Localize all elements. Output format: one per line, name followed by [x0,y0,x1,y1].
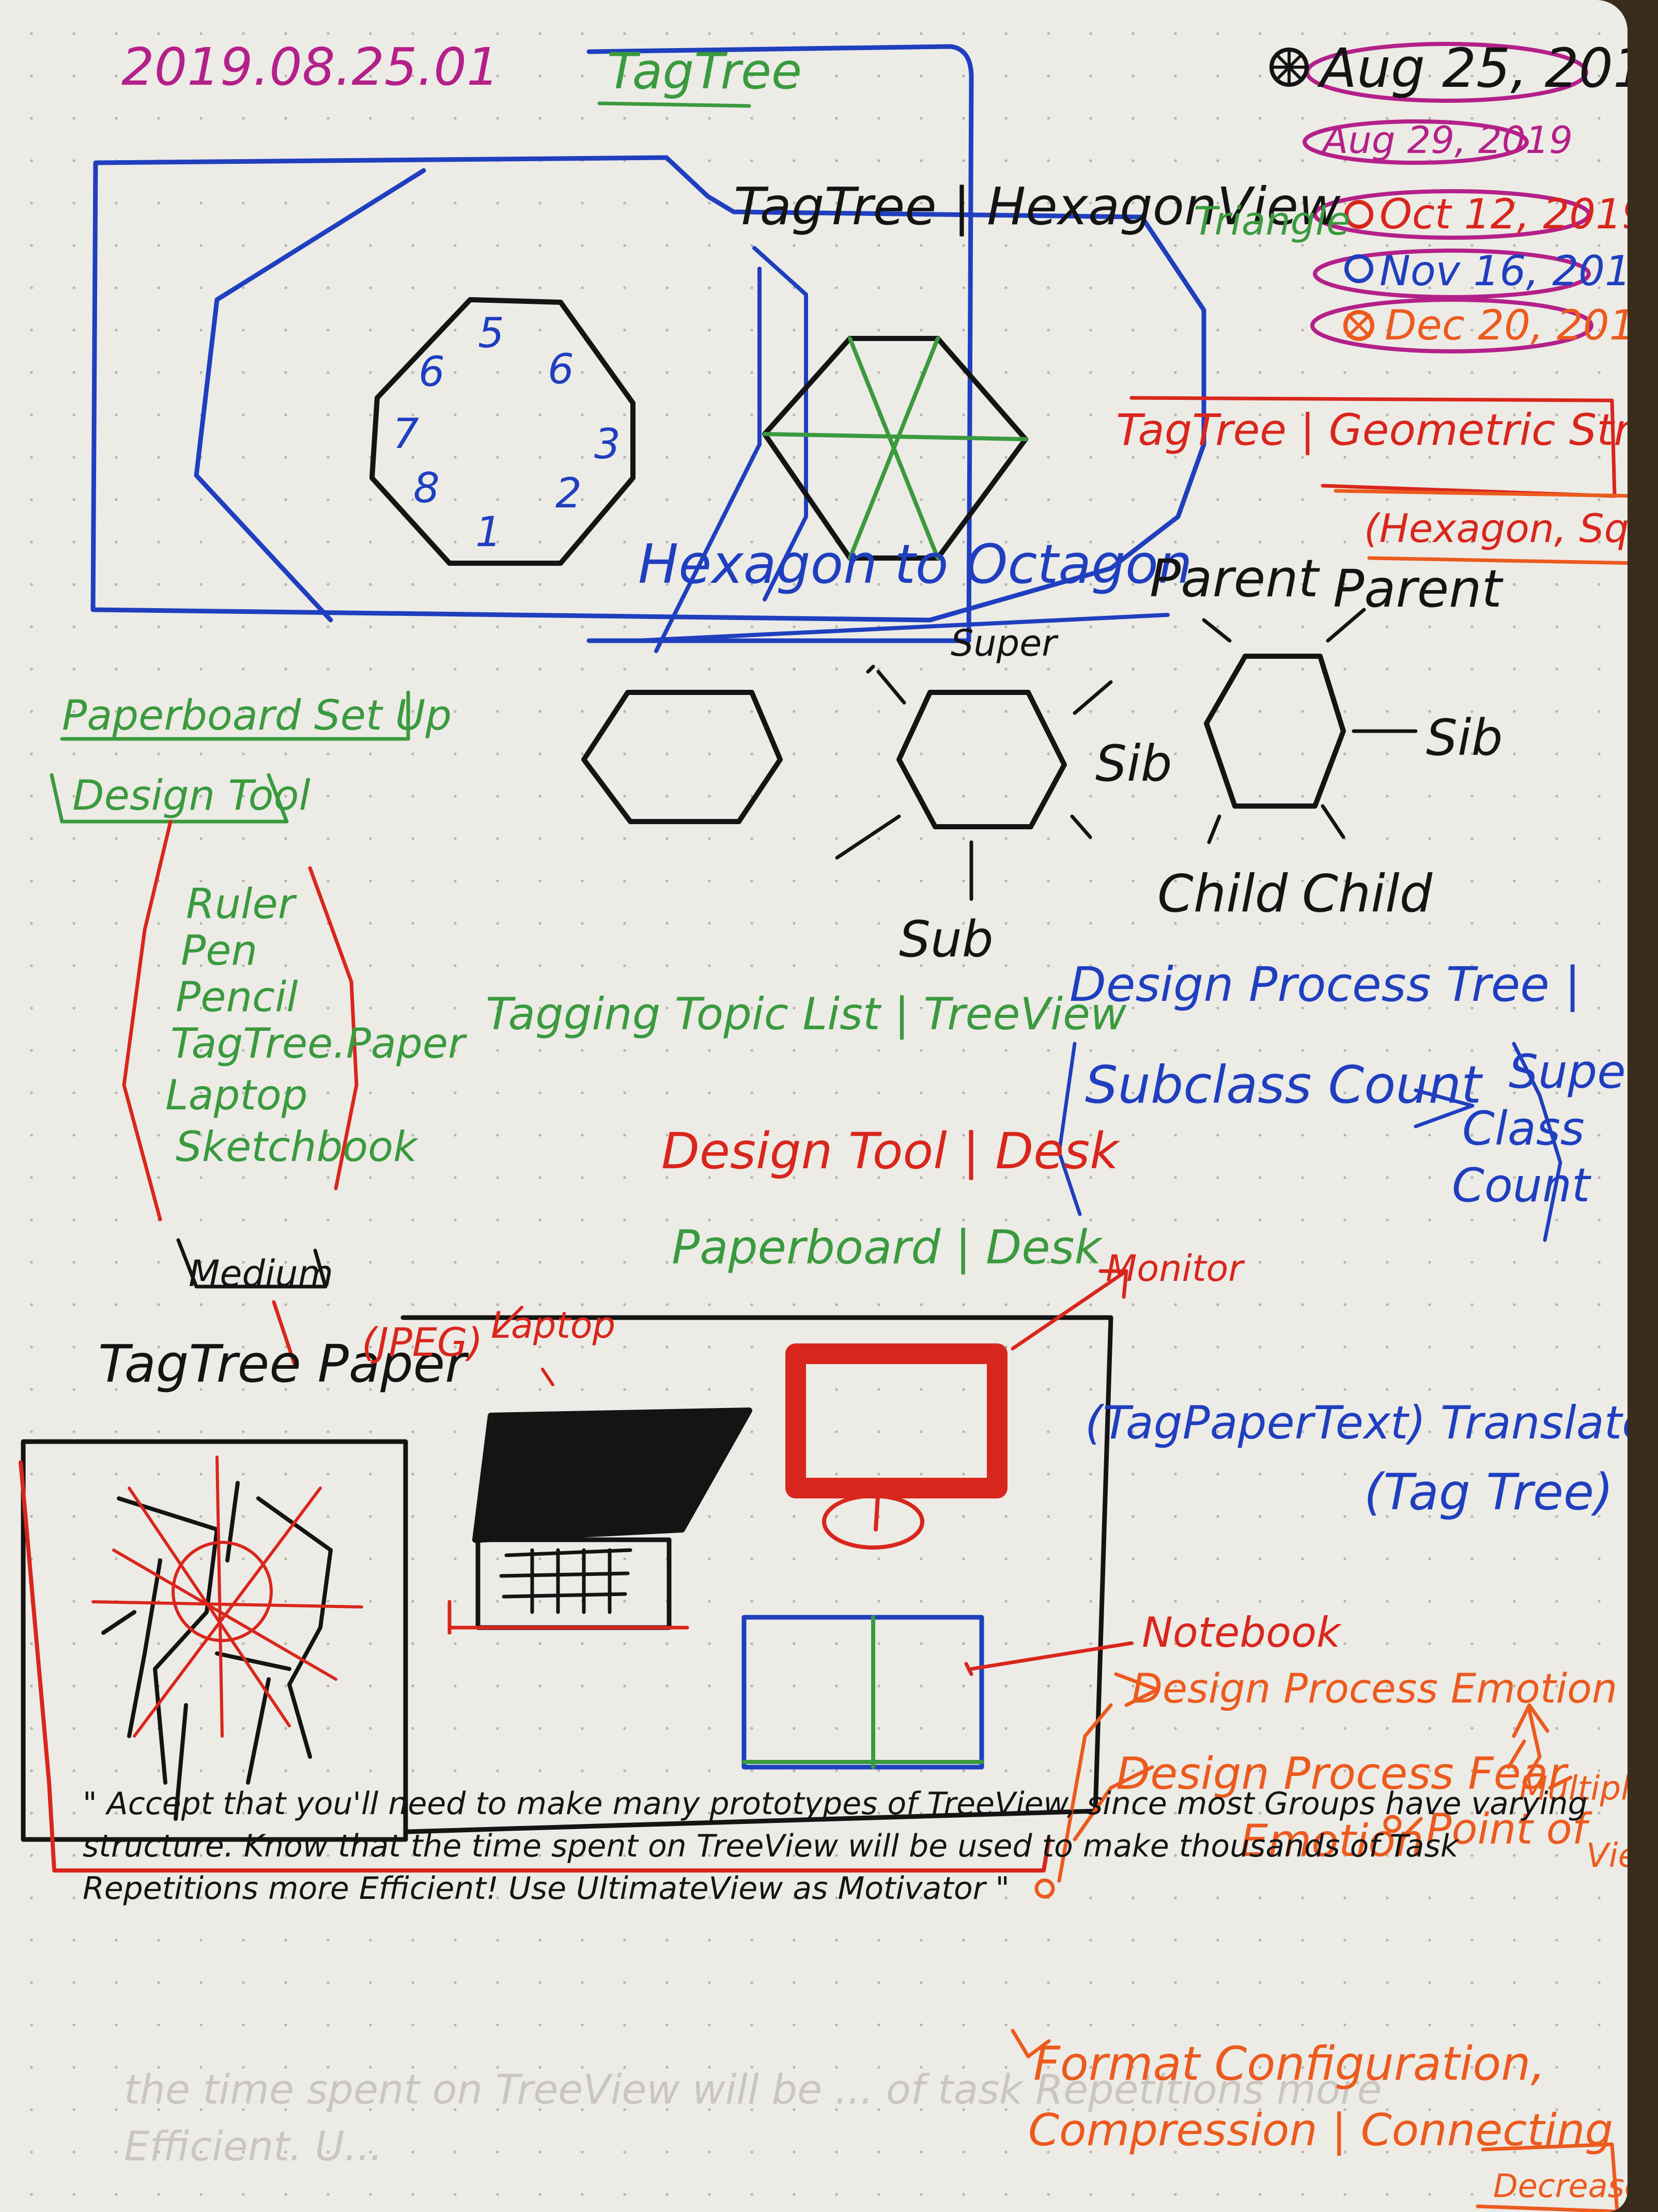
octagon-number: 3 [594,420,621,468]
multiple-label: Multiple [1519,1770,1628,1808]
blue-circle-icon [1344,254,1373,283]
point-of-label: Point of [1426,1805,1587,1854]
superclass-line: Count [1452,1158,1590,1213]
tool-item: Sketchbook [176,1123,417,1171]
child-label-2: Child [1302,863,1433,924]
sib-label-right: Sib [1426,709,1503,767]
tool-item: Pencil [176,973,298,1021]
hexagon-right [1204,654,1346,809]
tool-item: TagTree.Paper [171,1019,465,1068]
design-tool-label: Design Tool [72,771,311,819]
motivation-quote: " Accept that you'll need to make many p… [83,1786,1588,1907]
hexagon-left [581,690,783,824]
tool-item: Pen [181,926,258,974]
orange-sun-icon [1343,310,1374,341]
octagon-number: 7 [393,410,419,458]
geometric-structure-title: TagTree | Geometric Structure [1116,405,1628,455]
red-circle-icon [1344,200,1373,229]
octagon-number: 6 [548,345,574,393]
tagtree-paper-label: TagTree Paper [98,1334,467,1394]
laptop-screen [472,1407,752,1543]
child-label-1: Child [1157,863,1288,924]
paper-outline [21,1439,408,1842]
date-oval-5 [1310,298,1593,353]
emotion-fear-label: Design Process Emotion | Fear [1132,1666,1628,1712]
jpeg-label: (JPEG) [362,1319,483,1365]
subclass-count: Subclass Count [1085,1055,1482,1115]
tool-item: Ruler [186,880,295,928]
octagon-number: 2 [555,469,582,517]
hexagonview-heading: TagTree | HexagonView [734,176,1341,237]
hexagon-to-octagon-label: Hexagon to Octagon [638,533,1192,596]
monitor-stand [822,1494,924,1550]
desk-outline [400,1315,1113,1834]
date-oval-3 [1313,189,1591,240]
date-1: Aug 25, 2019 [1320,37,1628,100]
compression-line: Compression | Connecting Line Count [1028,2105,1628,2156]
designtool-desk: Design Tool | Desk [661,1122,1119,1180]
geometric-structure-sub: (Hexagon, Square) [1364,505,1628,551]
medium-label: Medium [189,1252,333,1295]
super-label: Super [951,622,1057,664]
view-label: View [1586,1837,1628,1875]
tag-tree-label: (Tag Tree) [1364,1463,1614,1521]
decrease-label: Decrease [1493,2167,1628,2205]
superclass-line: Class [1462,1102,1585,1156]
entry-id: 2019.08.25.01 [121,37,500,97]
octagon-number: 8 [413,464,440,512]
paperboard-desk: Paperboard | Desk [672,1220,1102,1275]
process-fear-label: Design Process Fear [1116,1748,1567,1800]
tool-item: Laptop [165,1071,308,1119]
date-3: Oct 12, 2019 [1380,190,1628,238]
sub-label: Sub [899,910,994,968]
format-configuration: Format Configuration, [1033,2037,1545,2091]
design-process-tree: Design Process Tree | [1070,957,1581,1012]
date-5: Dec 20, 2019 [1385,301,1628,349]
date-oval-4 [1313,249,1591,299]
notebook-shape [741,1615,984,1770]
sib-label-left: Sib [1095,735,1172,793]
octagon-shape [369,297,636,566]
emotion-label: Emotion [1240,1815,1424,1867]
octagon-number: 1 [475,508,502,556]
laptop-label: Laptop [491,1304,616,1347]
date-oval-2 [1303,119,1529,165]
octagon-number: 6 [419,348,445,396]
tagtree-title: TagTree [607,42,802,100]
tagging-topic-list: Tagging Topic List | TreeView [486,988,1127,1040]
date-4: Nov 16, 2019 [1380,247,1628,295]
bleed-through-text: the time spent on TreeView will be ... o… [124,2067,1382,2170]
superclass-line: Super [1509,1045,1628,1099]
hexagon-middle [896,690,1067,829]
monitor-label: Monitor [1106,1247,1244,1290]
paperboard-setup-label: Paperboard Set Up [62,691,452,739]
octagon-number: 5 [478,309,504,357]
parent-label-2: Parent [1333,559,1502,619]
notebook-label: Notebook [1142,1608,1341,1657]
translated-to-label: (TagPaperText) Translated To [1085,1396,1628,1449]
monitor-shape [785,1343,1008,1498]
parent-label-1: Parent [1150,548,1319,609]
triangle-label: Triangle [1194,198,1351,244]
date-2: Aug 29, 2019 [1323,118,1573,162]
